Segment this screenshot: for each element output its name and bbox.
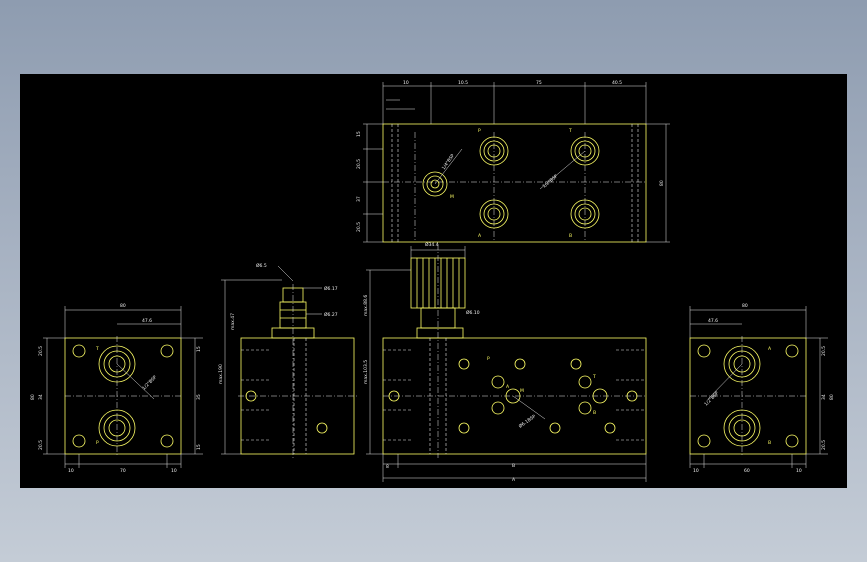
- front-label-m: M: [520, 388, 524, 394]
- top-label-b: B: [569, 233, 572, 239]
- side-callout-stem: Ø6.17: [324, 285, 338, 292]
- side-view: Ø6.5 Ø6.17 Ø6.27 max.47 max.190: [218, 262, 358, 458]
- top-dim-left-3: 37: [356, 196, 362, 202]
- front-knob-knurl: [416, 258, 460, 308]
- right-dim-right-2: 34: [821, 394, 827, 400]
- top-dim-left-2: 20.5: [356, 159, 362, 169]
- right-dim-bottom-2: 60: [744, 468, 750, 474]
- front-dim-bottom-3: A: [512, 477, 516, 483]
- left-dim-right-1: 15: [196, 346, 202, 352]
- left-callout-main: 1/2"BSP: [141, 374, 158, 391]
- top-port-p: [479, 136, 509, 166]
- left-dim-bottom-3: 10: [171, 468, 177, 474]
- top-dim-left-1: 15: [356, 131, 362, 137]
- front-label-t: T: [592, 374, 596, 380]
- front-label-p: P: [487, 356, 490, 362]
- top-port-t: [570, 136, 600, 166]
- right-end-view: 80 47.6 10 60 10 20.5 34 80 20.5 1/2"BSP…: [689, 303, 835, 474]
- front-label-a: A: [506, 384, 510, 390]
- top-label-m: M: [450, 194, 454, 200]
- front-dim-knob: Ø34.4: [425, 241, 439, 248]
- front-view-base: [416, 327, 464, 339]
- side-callout-knob: Ø6.5: [256, 262, 267, 269]
- top-dim-3: 75: [536, 80, 542, 86]
- cad-drawing: 10 10.5 75 40.5 15 20.5 37 20.5 80 1/4"B…: [30, 80, 835, 483]
- top-dim-2: 10.5: [458, 80, 468, 86]
- right-end-port-a: [723, 345, 761, 383]
- left-dim-left-2: 34: [38, 394, 44, 400]
- right-label-b: B: [768, 440, 771, 446]
- right-callout-main: 1/2"BSP: [703, 390, 720, 407]
- left-dim-left-1: 20.5: [38, 346, 44, 356]
- top-label-t: T: [568, 128, 572, 134]
- left-dim-bottom-1: 10: [68, 468, 74, 474]
- drawing-frame: 10 10.5 75 40.5 15 20.5 37 20.5 80 1/4"B…: [20, 74, 847, 488]
- top-callout-port: 1/4"BSP: [441, 153, 456, 171]
- top-dim-left-4: 20.5: [356, 222, 362, 232]
- front-label-b: B: [593, 410, 596, 416]
- right-dim-bottom-1: 10: [693, 468, 699, 474]
- right-label-a: A: [768, 346, 772, 352]
- right-dim-right-1: 20.5: [821, 346, 827, 356]
- side-dim-body: max.190: [218, 364, 224, 384]
- left-dim-inner: 47.6: [142, 318, 152, 324]
- left-dim-bottom-2: 70: [120, 468, 126, 474]
- left-label-p: P: [96, 440, 99, 446]
- top-label-a: A: [478, 233, 482, 239]
- top-dim-4: 40.5: [612, 80, 622, 86]
- left-dim-right-2: 35: [196, 394, 202, 400]
- right-dim-bottom-3: 10: [796, 468, 802, 474]
- left-dim-left-3: 80: [30, 394, 36, 400]
- front-dim-body: max.103.5: [363, 360, 369, 384]
- left-end-port-t: [98, 345, 136, 383]
- top-port-b: [570, 199, 600, 229]
- left-end-view: 80 47.6 10 70 10 20.5 34 80 20.5 15 35 1…: [30, 303, 203, 474]
- side-callout-base: Ø6.27: [324, 311, 338, 318]
- right-dim-right-3: 80: [829, 394, 835, 400]
- top-dim-1: 10: [403, 80, 409, 86]
- top-dim-right: 80: [659, 180, 665, 186]
- top-view-body: [382, 123, 647, 243]
- top-label-p: P: [478, 128, 481, 134]
- left-dim-right-3: 15: [196, 444, 202, 450]
- right-end-port-b: [723, 409, 761, 447]
- front-callout-hole: Ø6.1BSP: [517, 413, 537, 430]
- front-view: Ø34.4 max.88.6 max.103.5 Ø6.10 Ø6.1BSP 8…: [363, 241, 647, 483]
- left-dim-width: 80: [120, 303, 126, 309]
- top-port-m: [422, 171, 448, 197]
- top-view: 10 10.5 75 40.5 15 20.5 37 20.5 80 1/4"B…: [356, 80, 670, 243]
- right-dim-width: 80: [742, 303, 748, 309]
- front-dim-bottom-2: B: [512, 463, 515, 469]
- top-callout-main: 1/2"BSP: [541, 173, 559, 189]
- front-dim-height: max.88.6: [363, 295, 369, 316]
- left-dim-left-4: 20.5: [38, 440, 44, 450]
- left-end-port-p: [98, 409, 136, 447]
- front-callout-port: Ø6.10: [466, 309, 480, 316]
- side-dim-height: max.47: [230, 313, 236, 330]
- right-dim-right-4: 20.5: [821, 440, 827, 450]
- front-dim-bottom-1: 8: [386, 464, 389, 470]
- top-port-a: [479, 199, 509, 229]
- left-label-t: T: [95, 346, 99, 352]
- right-dim-inner: 47.6: [708, 318, 718, 324]
